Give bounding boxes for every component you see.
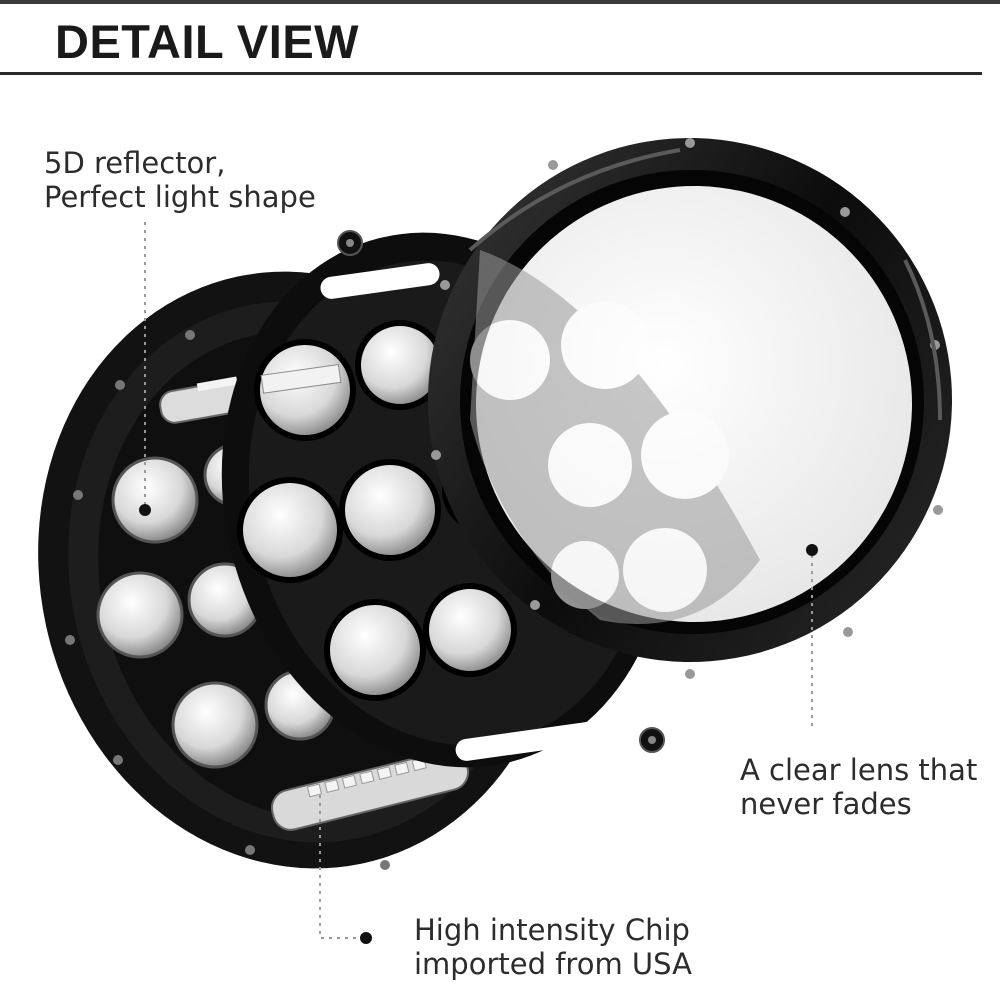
callout-reflector: 5D reflector, Perfect light shape	[44, 146, 316, 214]
callout-lens: A clear lens that never fades	[740, 753, 977, 821]
front-lens-ring	[428, 138, 952, 679]
callout-reflector-line1: 5D reflector,	[44, 146, 226, 180]
title-underline	[0, 72, 982, 75]
reflector-projectors	[96, 443, 336, 769]
callout-chip-line1: High intensity Chip	[414, 913, 690, 947]
callout-reflector-line2: Perfect light shape	[44, 180, 316, 214]
callout-chip-line2: imported from USA	[414, 947, 692, 981]
callout-chip: High intensity Chip imported from USA	[414, 913, 692, 981]
callout-dots	[139, 504, 818, 944]
top-edge-strip	[0, 0, 1000, 4]
page-title: DETAIL VIEW	[55, 15, 360, 68]
callout-lens-line1: A clear lens that	[740, 753, 978, 787]
callout-lens-line2: never fades	[740, 787, 912, 821]
callout-leaders	[144, 222, 813, 939]
